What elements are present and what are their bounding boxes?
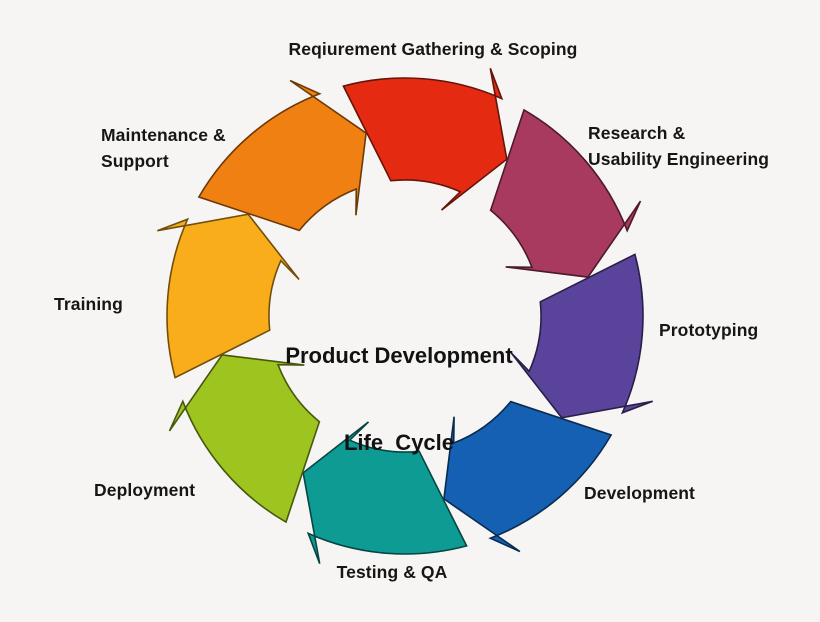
- cycle-arrow-research-usability-engineering: [489, 108, 642, 278]
- diagram-center-title: Product Development Life Cycle: [285, 283, 512, 515]
- cycle-arrow-development: [443, 400, 613, 553]
- center-title-line2: Life Cycle: [343, 430, 455, 455]
- cycle-arrow-maintenance-support: [197, 79, 367, 232]
- cycle-arrow-testing-qa: [302, 421, 468, 564]
- center-title-line1: Product Development: [285, 343, 513, 368]
- cycle-arrow-reqiurement-gathering-scoping: [342, 68, 508, 211]
- cycle-arrow-deployment: [168, 354, 321, 524]
- cycle-arrow-prototyping: [510, 253, 653, 419]
- cycle-arrow-training: [157, 213, 300, 379]
